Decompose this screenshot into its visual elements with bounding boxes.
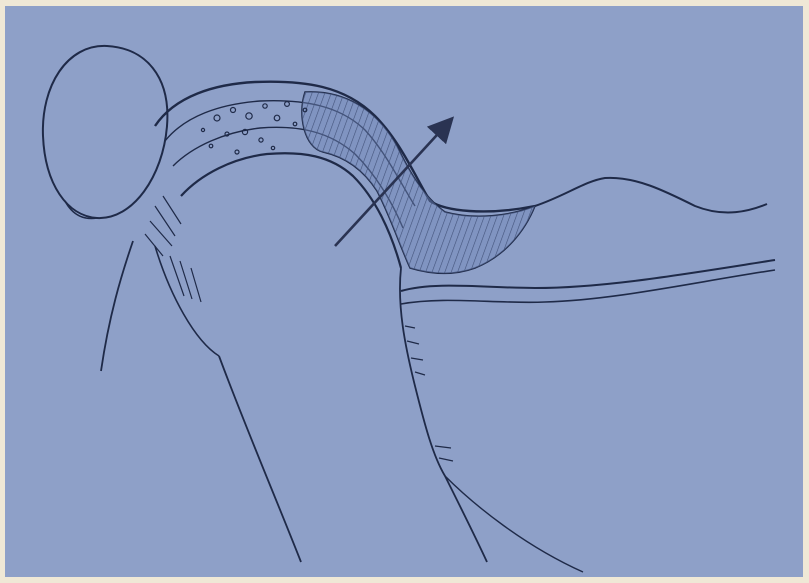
- sketch-canvas: [5, 6, 803, 577]
- condyle-outline: [43, 46, 168, 218]
- ramus-right-line: [219, 356, 301, 562]
- articular-sketch: [5, 6, 803, 577]
- left-texture: [145, 196, 201, 302]
- posterior-wall-line-2: [445, 476, 583, 572]
- posterior-wall-line: [400, 268, 487, 562]
- ramus-inner-line: [155, 246, 219, 356]
- ramus-left-line: [101, 241, 133, 371]
- eminence-line: [535, 178, 767, 213]
- condyle-stem-line: [65, 201, 97, 218]
- posterior-wall-texture: [405, 326, 453, 461]
- lower-band-bottom: [401, 270, 775, 304]
